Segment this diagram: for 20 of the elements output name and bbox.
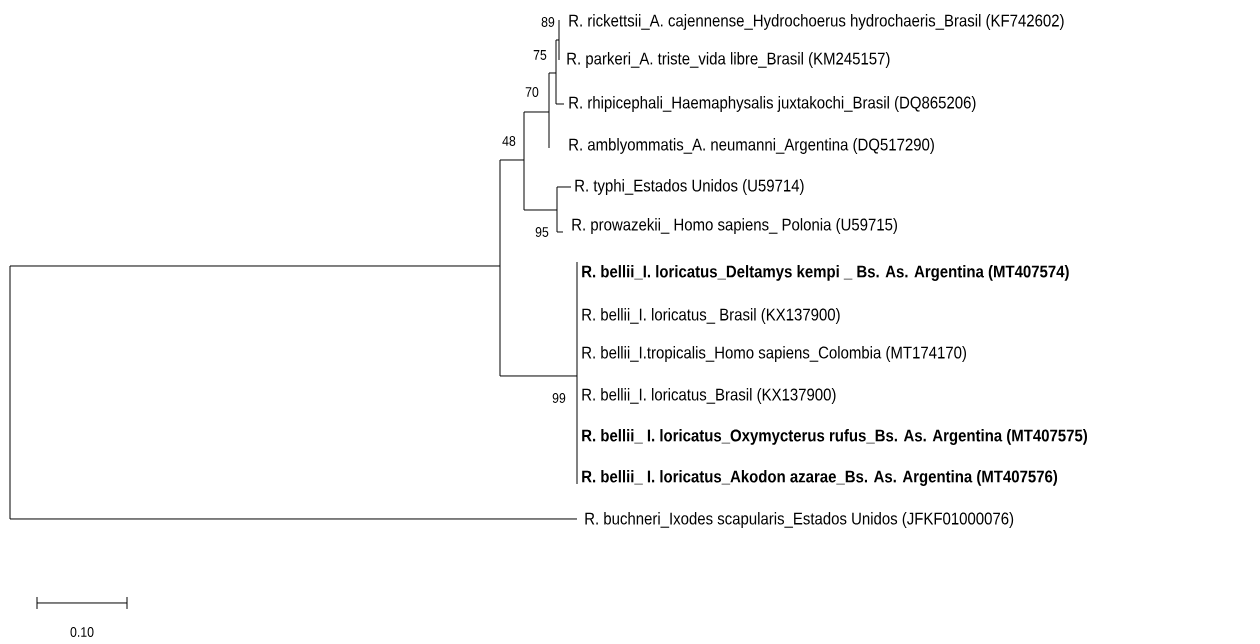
taxon-label: R. buchneri_Ixodes scapularis_Estados Unidos (JFKF01000076) (585, 512, 1014, 528)
taxon-label: R. bellii_I. loricatus_ Brasil (KX137900) (582, 308, 840, 324)
scale-value: 0.10 (70, 627, 94, 637)
taxon-label: R. bellii_ I. loricatus_Oxymycterus rufus_Bs. As. Argentina (MT407575) (582, 429, 1087, 445)
taxon-label: R. rhipicephali_Haemaphysalis juxtakochi_Brasil (DQ865206) (569, 96, 976, 112)
taxon-label: R. bellii_I. loricatus_Brasil (KX137900) (582, 388, 836, 404)
bootstrap-value: 99 (552, 393, 566, 403)
taxon-label: R. bellii_ I. loricatus_Akodon azarae_Bs. As. Argentina (MT407576) (582, 470, 1058, 486)
bootstrap-value: 48 (502, 136, 516, 146)
bootstrap-value: 70 (525, 87, 539, 97)
taxon-label: R. rickettsii_A. cajennense_Hydrochoerus hydrochaeris_Brasil (KF742602) (569, 14, 1064, 30)
taxon-label: R. bellii_I.tropicalis_Homo sapiens_Colombia (MT174170) (582, 346, 966, 362)
taxon-label: R. typhi_Estados Unidos (U59714) (575, 179, 804, 195)
taxon-label: R. prowazekii_ Homo sapiens_ Polonia (U59715) (572, 218, 897, 234)
taxon-label: R. parkeri_A. triste_vida libre_Brasil (KM245157) (567, 52, 890, 68)
bootstrap-value: 89 (541, 17, 555, 27)
taxon-label: R. bellii_I. loricatus_Deltamys kempi _ Bs. As. Argentina (MT407574) (582, 265, 1069, 281)
bootstrap-value: 95 (535, 227, 549, 237)
bootstrap-value: 75 (533, 50, 547, 60)
taxon-label: R. amblyommatis_A. neumanni_Argentina (DQ517290) (569, 138, 934, 154)
